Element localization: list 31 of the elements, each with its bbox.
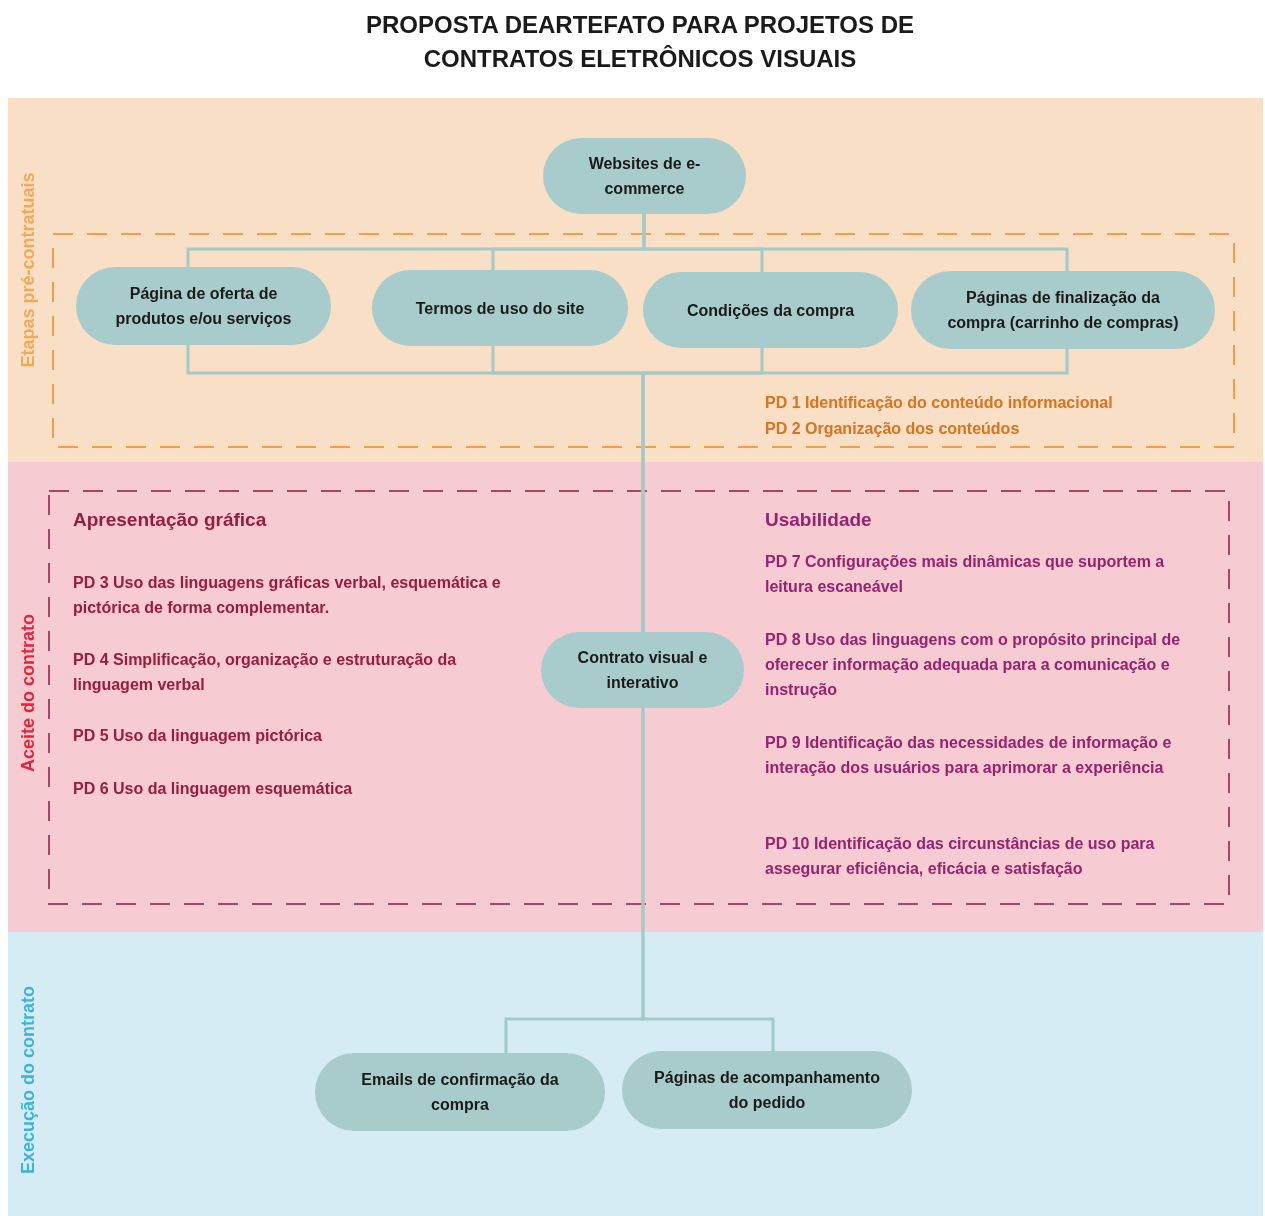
- principle-text: PD 8 Uso das linguagens com o propósito principal de oferecer informação adequada para a comunicação e instrução: [765, 630, 1182, 700]
- principle-text: PD 3 Uso das linguagens gráficas verbal, esquemática e pictórica de forma complementar.: [73, 573, 502, 618]
- principle-text: PD 9 Identificação das necessidades de informação e interação dos usuários para aprimorar a experiência: [765, 733, 1173, 778]
- principle-text: PD 4 Simplificação, organização e estruturação da linguagem verbal: [73, 650, 458, 695]
- pill-label: Termos de uso do site: [415, 298, 585, 319]
- connector-line: [642, 214, 1069, 271]
- pill-label: Websites de e-commerce: [587, 154, 702, 199]
- pill-label: Emails de confirmação da compra: [360, 1070, 560, 1115]
- section-heading: Apresentação gráfica: [73, 508, 268, 532]
- stage-band: [8, 98, 1263, 462]
- principle-text: PD 1 Identificação do conteúdo informacional: [765, 393, 1114, 413]
- pill-label: Página de oferta de produtos e/ou serviços: [114, 284, 293, 329]
- principle-text: PD 7 Configurações mais dinâmicas que suportem a leitura escaneável: [765, 552, 1166, 597]
- band-label: Aceite do contrato: [16, 614, 39, 772]
- stage-band: [8, 932, 1263, 1216]
- stage-band: [8, 462, 1263, 932]
- pill-label: Páginas de acompanhamento do pedido: [654, 1068, 880, 1113]
- principle-text: PD 6 Uso da linguagem esquemática: [73, 779, 354, 799]
- pill-label: Contrato visual e interativo: [576, 648, 709, 693]
- pill-label: Condições da compra: [686, 300, 855, 321]
- dashed-group-box: [48, 490, 1230, 905]
- band-label: Etapas pré-contratuais: [16, 172, 39, 368]
- dashed-group-box: [52, 233, 1235, 448]
- connector-line: [641, 708, 775, 1051]
- pill-label: Páginas de finalização da compra (carrinho de compras): [946, 288, 1180, 333]
- principle-text: PD 2 Organização dos conteúdos: [765, 419, 1021, 439]
- section-heading: Usabilidade: [765, 508, 873, 532]
- diagram-title: PROPOSTA DEARTEFATO PARA PROJETOS DE CONTRATOS ELETRÔNICOS VISUAIS: [364, 10, 916, 74]
- principle-text: PD 5 Uso da linguagem pictórica: [73, 726, 323, 746]
- principle-text: PD 10 Identificação das circunstâncias de uso para assegurar eficiência, eficácia e satisfação: [765, 834, 1156, 879]
- band-label: Execução do contrato: [16, 986, 39, 1174]
